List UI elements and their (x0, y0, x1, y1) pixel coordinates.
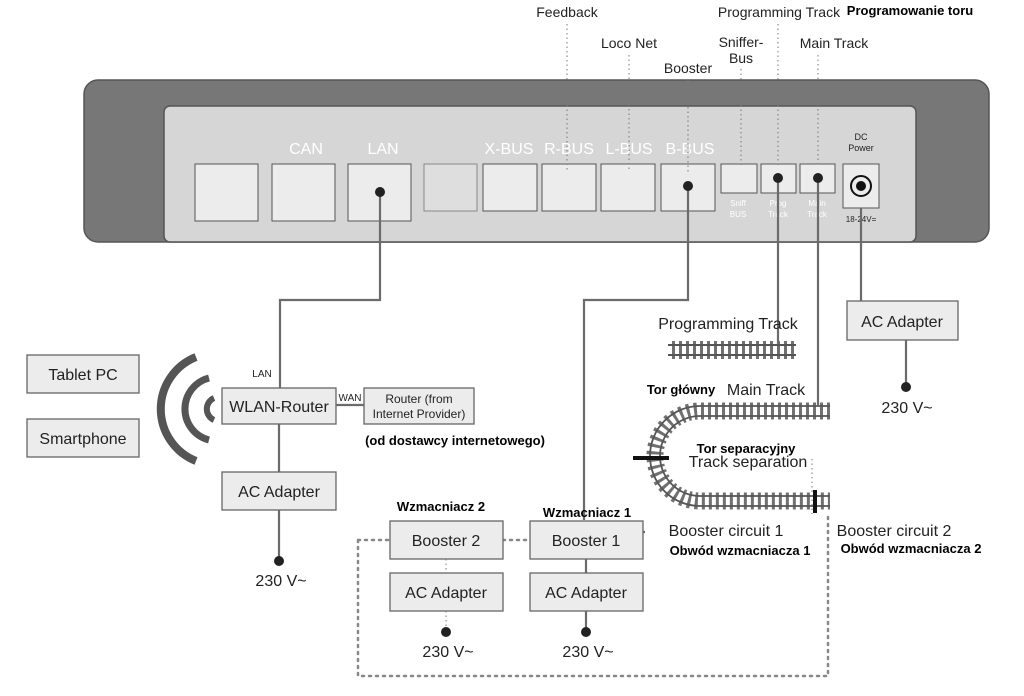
booster1-label: Booster 1 (552, 533, 621, 550)
router-ac-adapter-label: AC Adapter (238, 484, 321, 501)
loconet-label: Loco Net (601, 35, 657, 51)
booster2-plug-icon (441, 627, 451, 637)
booster-circuit2-pl-label: Obwód wzmacniacza 2 (841, 541, 982, 556)
dc-label-2: Power (848, 143, 874, 153)
booster1-voltage-label: 230 V~ (562, 644, 613, 661)
wlan-router-box (221, 387, 337, 425)
blank-port-1 (194, 163, 259, 222)
sniff-label-1: Sniff (730, 199, 747, 208)
programming-track-rail (668, 341, 796, 359)
rbus-label: R-BUS (544, 141, 594, 158)
main-track-pl-label: Tor główny (647, 382, 716, 397)
booster-circuit1-label: Booster circuit 1 (669, 523, 784, 540)
booster1-ac-adapter-label: AC Adapter (545, 585, 628, 602)
lan-cable (278, 192, 382, 388)
main-plug-icon (813, 173, 823, 183)
booster2-pl-label: Wzmacniacz 2 (397, 499, 485, 514)
dc-jack-pin-icon (856, 181, 866, 191)
booster2-voltage-label: 230 V~ (422, 644, 473, 661)
internet-router-pl-label: (od dostawcy internetowego) (365, 433, 545, 448)
lan-plug-icon (375, 187, 385, 197)
power-plug-icon (901, 382, 911, 392)
track-separation-pl-label: Tor separacyjny (697, 441, 797, 456)
rbus-port (541, 163, 597, 212)
can-label: CAN (289, 141, 323, 158)
booster2-box (389, 520, 504, 560)
bbus-plug-icon (683, 181, 693, 191)
main-track-label: Main Track (727, 382, 806, 399)
sniffer-label-1: Sniffer- (719, 34, 764, 50)
blank-port-2 (423, 163, 478, 212)
bbus-cable (582, 186, 690, 520)
power-voltage-label: 230 V~ (881, 400, 932, 417)
internet-router-label-1: Router (from (385, 392, 452, 406)
power-ac-adapter-box (846, 300, 959, 341)
wifi-icon (156, 353, 216, 465)
main-track-top-label: Main Track (800, 35, 869, 51)
sniff-bus-port (720, 163, 758, 194)
sniff-label-2: BUS (730, 210, 746, 219)
command-station: CAN LAN X-BUS R-BUS L-BUS B-BUS Sniff BU… (83, 79, 990, 243)
lan-small-label: LAN (252, 369, 271, 380)
smartphone-box (26, 418, 140, 458)
smartphone-label: Smartphone (39, 431, 126, 448)
programming-track-label: Programming Track (658, 316, 799, 333)
router-plug-icon (274, 556, 284, 566)
prog-plug-icon (773, 173, 783, 183)
booster2-ac-adapter-box (389, 572, 504, 612)
xbus-port (482, 163, 538, 212)
router-voltage-label: 230 V~ (255, 573, 306, 590)
tablet-pc-label: Tablet PC (48, 367, 117, 384)
can-port (271, 163, 336, 222)
booster-circuit2-label: Booster circuit 2 (837, 523, 952, 540)
internet-router-box (363, 387, 475, 425)
programming-track-top-label: Programming Track (718, 4, 841, 20)
booster1-pl-label: Wzmacniacz 1 (543, 505, 631, 520)
booster2-ac-adapter-label: AC Adapter (405, 585, 488, 602)
wlan-router-label: WLAN-Router (229, 399, 329, 416)
lbus-port (600, 163, 656, 212)
programming-track-pl-label: Programowanie toru (847, 3, 973, 18)
feedback-label: Feedback (536, 4, 598, 20)
sniffer-label-2: Bus (729, 50, 753, 66)
booster1-ac-adapter-box (529, 572, 644, 612)
dc-label-1: DC (855, 132, 868, 142)
bbus-label: B-BUS (666, 141, 715, 158)
booster-circuit1-pl-label: Obwód wzmacniacza 1 (670, 543, 811, 558)
power-ac-adapter-label: AC Adapter (861, 314, 944, 331)
booster-bus-dotted-link (356, 512, 830, 678)
wan-label: WAN (339, 393, 362, 404)
lan-label: LAN (367, 141, 398, 158)
booster-top-label: Booster (664, 60, 713, 76)
xbus-label: X-BUS (485, 141, 534, 158)
booster1-plug-icon (581, 627, 591, 637)
tablet-pc-box (26, 354, 140, 394)
internet-router-label-2: Internet Provider) (373, 407, 466, 421)
track-separation-label: Track separation (689, 454, 808, 471)
booster2-label: Booster 2 (412, 533, 481, 550)
router-ac-adapter-box (221, 471, 337, 511)
